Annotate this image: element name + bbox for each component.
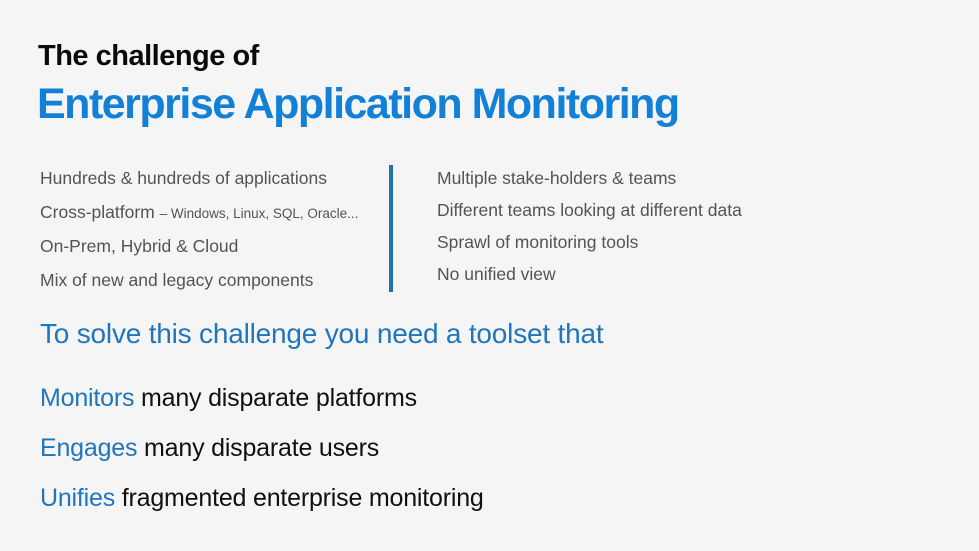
slide-kicker: The challenge of: [38, 40, 259, 72]
challenge-column-right: Multiple stake-holders & teams Different…: [437, 162, 897, 298]
vertical-divider: [389, 165, 393, 292]
list-item: No unified view: [437, 264, 556, 284]
capability-rest: many disparate platforms: [134, 384, 417, 412]
list-item: Mix of new and legacy components: [40, 264, 389, 298]
challenge-columns: Hundreds & hundreds of applications Cros…: [40, 162, 897, 298]
capability-keyword: Unifies: [40, 484, 116, 512]
list-item: Multiple stake-holders & teams: [437, 168, 677, 188]
list-item: Different teams looking at different dat…: [437, 200, 742, 220]
capability-rest: many disparate users: [137, 434, 380, 462]
list-item-text: Cross-platform: [40, 202, 160, 222]
list-item: Sprawl of monitoring tools: [437, 232, 639, 252]
capability-line: Engages many disparate users: [40, 434, 379, 463]
list-item-suffix: – Windows, Linux, SQL, Oracle...: [159, 206, 359, 221]
list-item: On-Prem, Hybrid & Cloud: [40, 230, 389, 264]
capability-keyword: Engages: [40, 434, 138, 462]
list-item-text: On-Prem, Hybrid & Cloud: [40, 236, 239, 256]
capability-rest: fragmented enterprise monitoring: [115, 484, 484, 512]
capability-line: Monitors many disparate platforms: [40, 384, 417, 413]
list-item-text: Hundreds & hundreds of applications: [40, 168, 327, 188]
slide-title: Enterprise Application Monitoring: [37, 80, 680, 128]
capability-line: Unifies fragmented enterprise monitoring: [40, 484, 484, 513]
list-item: Hundreds & hundreds of applications: [40, 162, 389, 196]
capability-keyword: Monitors: [40, 384, 135, 412]
list-item: Cross-platform – Windows, Linux, SQL, Or…: [40, 196, 389, 230]
challenge-column-left: Hundreds & hundreds of applications Cros…: [40, 162, 389, 298]
list-item-text: Mix of new and legacy components: [40, 270, 314, 290]
solve-statement: To solve this challenge you need a tools…: [40, 318, 604, 349]
